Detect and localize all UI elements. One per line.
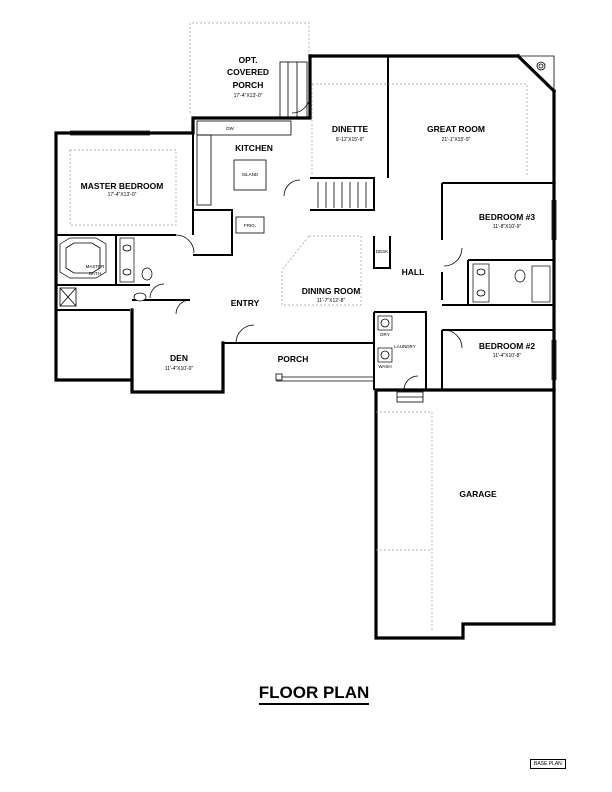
hall-label: HALL: [402, 267, 425, 277]
fixture-labels: ISLAND FRIG. DW DESK DRY WASH: [226, 126, 391, 369]
bedroom3-label: BEDROOM #3: [479, 212, 535, 222]
dinette-dim: 9'-11"X15'-9": [336, 137, 365, 143]
bedroom2-label: BEDROOM #2: [479, 341, 535, 351]
covered-porch-label-3: PORCH: [233, 80, 264, 90]
den-dim: 11'-4"X10'-0": [165, 366, 194, 372]
master-bedroom-label: MASTER BEDROOM: [81, 181, 164, 191]
great-room-label: GREAT ROOM: [427, 124, 485, 134]
details: [59, 55, 557, 630]
master-bedroom-dim: 17'-4"X13'-0": [108, 192, 137, 198]
base-plan-badge: BASE PLAN: [530, 759, 566, 769]
great-room-dim: 21'-1"X15'-9": [442, 137, 471, 143]
optional-covered-porch: [189, 22, 310, 113]
entry-label: ENTRY: [231, 298, 260, 308]
interior-walls: [56, 56, 554, 390]
exterior-walls: [54, 53, 557, 640]
washer-label: WASH: [378, 364, 391, 369]
covered-porch-label-2: COVERED: [227, 67, 269, 77]
garage-label: GARAGE: [459, 489, 497, 499]
dryer-label: DRY: [380, 332, 389, 337]
island-label: ISLAND: [242, 172, 259, 177]
desk-label: DESK: [376, 249, 388, 254]
bedroom3-dim: 11'-8"X10'-9": [493, 224, 522, 230]
dining-room-label: DINING ROOM: [302, 286, 361, 296]
porch-label: PORCH: [278, 354, 309, 364]
dining-room-dim: 11'-7"X12'-8": [317, 298, 346, 304]
kitchen-label: KITCHEN: [235, 143, 273, 153]
fridge-label: FRIG.: [244, 223, 256, 228]
covered-porch-label-1: OPT.: [239, 55, 258, 65]
den-label: DEN: [170, 353, 188, 363]
dishwasher-label: DW: [226, 126, 234, 131]
dinette-label: DINETTE: [332, 124, 369, 134]
laundry-label: LAUNDRY: [394, 344, 415, 349]
room-labels: OPT. COVERED PORCH 17'-4"X13'-0" DINETTE…: [81, 55, 536, 499]
plan-title: FLOOR PLAN: [0, 683, 612, 705]
master-bath-label-1: MASTER: [86, 264, 106, 269]
plan-title-text: FLOOR PLAN: [258, 683, 370, 705]
covered-porch-dim: 17'-4"X13'-0": [234, 93, 263, 99]
master-bath-label-2: BATH: [89, 271, 101, 276]
bedroom2-dim: 11'-4"X10'-8": [493, 353, 522, 359]
